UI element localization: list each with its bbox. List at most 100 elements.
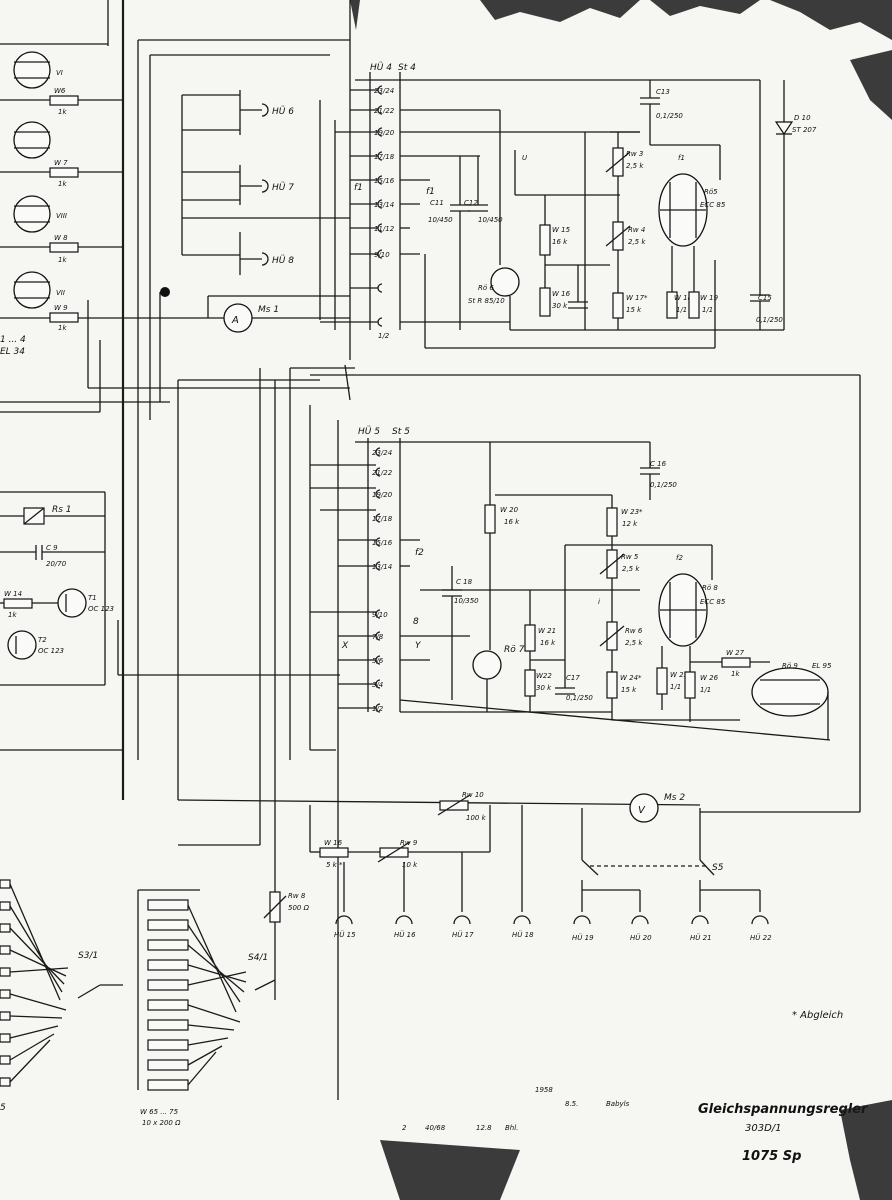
el34-type: EL 34	[0, 347, 25, 357]
u-mark: U	[522, 154, 527, 162]
pin-top-10: 1/2	[378, 332, 390, 340]
f2-left: f2	[415, 548, 424, 558]
r08-type: ECC 85	[700, 598, 726, 606]
w17-value: 15 k	[626, 306, 642, 314]
w27-label: W 27	[726, 649, 745, 657]
r07-label: Rö 7	[504, 645, 525, 655]
title-block: * Abgleich 1958 8.5. Babyls 2 40/68 12.8…	[402, 1010, 869, 1164]
pin-bot-8: 7/8	[372, 633, 384, 641]
scan-speckle	[380, 1100, 892, 1200]
jack-hu16: HÜ 16	[394, 930, 416, 939]
i-mark: i	[598, 598, 600, 606]
w6-value: 1k	[58, 108, 67, 116]
w21-value: 16 k	[540, 639, 556, 647]
w19-value: 1/1	[702, 306, 713, 314]
el34-range: 1 ... 4	[0, 335, 26, 345]
pin-top-4: 17/18	[374, 153, 395, 161]
pin-bot-4: 17/18	[372, 515, 393, 523]
c17-value: 0,1/250	[566, 694, 593, 702]
f1-tube: f1	[678, 154, 685, 162]
rw8-pot: Rw 8 500 Ω	[263, 870, 310, 980]
drawing-number: 303D/1	[745, 1123, 782, 1134]
initials1: Babyls	[606, 1100, 630, 1108]
pin-top-3: 19/20	[374, 129, 395, 137]
central-bus	[178, 0, 351, 1100]
ms2-label: Ms 2	[664, 793, 685, 803]
w20-label: W 20	[500, 506, 519, 514]
r09-type: EL 95	[812, 662, 832, 670]
hu8-label: HÜ 8	[272, 255, 294, 266]
w14-value: 1k	[8, 611, 17, 619]
pin-bot-2: 21/22	[372, 469, 393, 477]
footnote-abgleich: * Abgleich	[792, 1010, 843, 1021]
connector-hu6-8: HÜ 6 HÜ 7 HÜ 8	[181, 90, 350, 330]
x-mark: X	[341, 641, 349, 651]
hu6-label: HÜ 6	[272, 106, 294, 117]
w17-label: W 17*	[626, 294, 648, 302]
w16b-label: W 16	[324, 839, 343, 847]
w8-value: 1k	[58, 256, 67, 264]
scan-noise	[350, 0, 892, 120]
tube-stage-4: W 9 1k VII	[13, 271, 79, 332]
w26-value: 1/1	[700, 686, 711, 694]
rw6-value: 2,5 k	[625, 639, 643, 647]
voltmeter-symbol: V	[638, 805, 646, 816]
w21-label: W 21	[538, 627, 556, 635]
jack-hu22: HÜ 22	[750, 933, 772, 942]
left-output-tubes: W6 1k VI W 7 1k W 8 1k VIII	[0, 51, 123, 357]
hu7-label: HÜ 7	[272, 182, 294, 193]
c13-label: C13	[656, 88, 670, 96]
d10-type: ST 207	[792, 126, 817, 134]
jack-hu18: HÜ 18	[512, 930, 534, 939]
rw8-label: Rw 8	[288, 892, 306, 900]
revision-date: 12.8	[476, 1124, 492, 1132]
c18-value: 10/350	[454, 597, 479, 605]
pin-bot-6: 13/14	[372, 563, 392, 571]
rw6-label: Rw 6	[625, 627, 643, 635]
pin-bot-1: 23/24	[372, 449, 392, 457]
w23-value: 12 k	[622, 520, 638, 528]
tube-3-label: VIII	[56, 212, 67, 220]
rw9-label: Rw 9	[400, 839, 418, 847]
w7-value: 1k	[58, 180, 67, 188]
c17-label: C17	[566, 674, 580, 682]
w6-label: W6	[54, 87, 66, 95]
w18-label: W 18	[674, 294, 693, 302]
pin-top-1: 23/24	[374, 87, 394, 95]
jack-hu17: HÜ 17	[452, 930, 474, 939]
wbank-value: 10 x 200 Ω	[142, 1119, 181, 1127]
c11-value: 10/450	[428, 216, 453, 224]
wbank-label: W 65 ... 75	[140, 1108, 179, 1116]
pin-top-7: 11/12	[374, 225, 395, 233]
w22-value: 30 k	[536, 684, 552, 692]
f1-right: f1	[426, 187, 435, 197]
w25-value: 1/1	[670, 683, 681, 691]
jack-row: HÜ 15 HÜ 16 HÜ 17 HÜ 18 HÜ 19 HÜ 20 HÜ 2…	[334, 915, 772, 942]
tube-stage-2: W 7 1k	[0, 121, 123, 188]
ms1-label: Ms 1	[258, 305, 279, 315]
eight-mark: 8	[413, 617, 419, 627]
t2-type: OC 123	[38, 647, 64, 655]
rw5-value: 2,5 k	[622, 565, 640, 573]
w18-value: 1/1	[676, 306, 687, 314]
bank-left: S3/1 5	[0, 879, 123, 1113]
terminal-strip-bottom: HÜ 5 St 5 23/24 21/22 19/20 17/18 15/16 …	[310, 426, 831, 741]
rw10-label: Rw 10	[462, 791, 484, 799]
tube-4-label: VII	[56, 289, 65, 297]
w14-label: W 14	[4, 590, 22, 598]
r09-label: Rö 9	[782, 662, 798, 670]
w16-label: W 16	[552, 290, 571, 298]
rw3-value: 2,5 k	[626, 162, 644, 170]
w16-value: 30 k	[552, 302, 568, 310]
hu5-label: HÜ 5	[358, 426, 380, 437]
w16b-value: 5 k *	[326, 861, 343, 869]
lower-potentiometer-section: W 16 5 k * Rw 9 10 k Rw 10 100 k V Ms 2 …	[309, 791, 761, 912]
pin-bot-10: 3/4	[372, 681, 383, 689]
t2-label: T2	[38, 636, 47, 644]
w15-label: W 15	[552, 226, 571, 234]
date1: 8.5.	[565, 1100, 578, 1108]
w27-value: 1k	[731, 670, 740, 678]
pin-bot-9: 5/6	[372, 657, 384, 665]
w24-label: W 24*	[620, 674, 642, 682]
